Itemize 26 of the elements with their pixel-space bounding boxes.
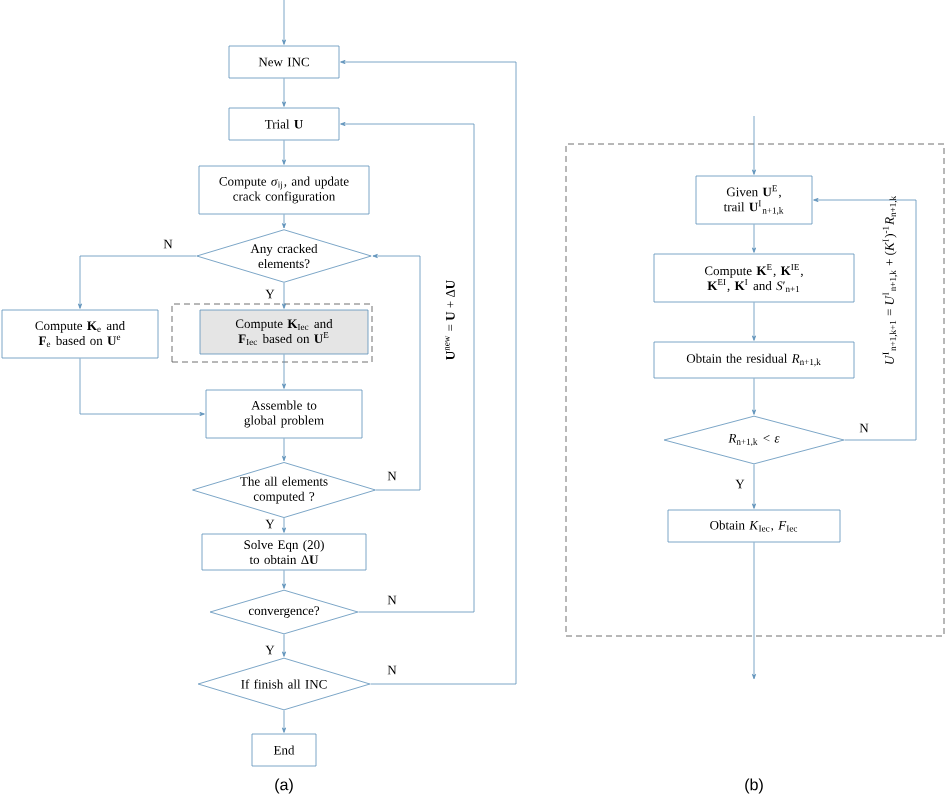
arrow <box>282 634 286 657</box>
arrow <box>282 570 286 589</box>
arrow <box>282 354 286 389</box>
arrow <box>752 115 756 175</box>
arrow <box>282 282 286 309</box>
arrow <box>78 255 197 309</box>
dashed-frame <box>171 303 373 363</box>
arrow <box>282 0 286 45</box>
arrow <box>752 464 756 509</box>
arrow <box>340 60 517 685</box>
arrow <box>752 378 756 415</box>
arrow <box>282 438 286 462</box>
caption: (b) <box>745 778 763 794</box>
dashed-frame <box>565 143 945 637</box>
arrow <box>282 140 286 165</box>
arrow <box>752 224 756 253</box>
arrow <box>752 302 756 341</box>
arrow <box>79 358 205 416</box>
arrow <box>282 517 286 533</box>
arrow <box>372 254 421 491</box>
arrow <box>282 78 286 107</box>
arrow <box>752 542 756 680</box>
arrow <box>340 122 475 613</box>
arrow <box>282 214 286 229</box>
arrow <box>813 198 917 441</box>
arrow <box>282 710 286 733</box>
